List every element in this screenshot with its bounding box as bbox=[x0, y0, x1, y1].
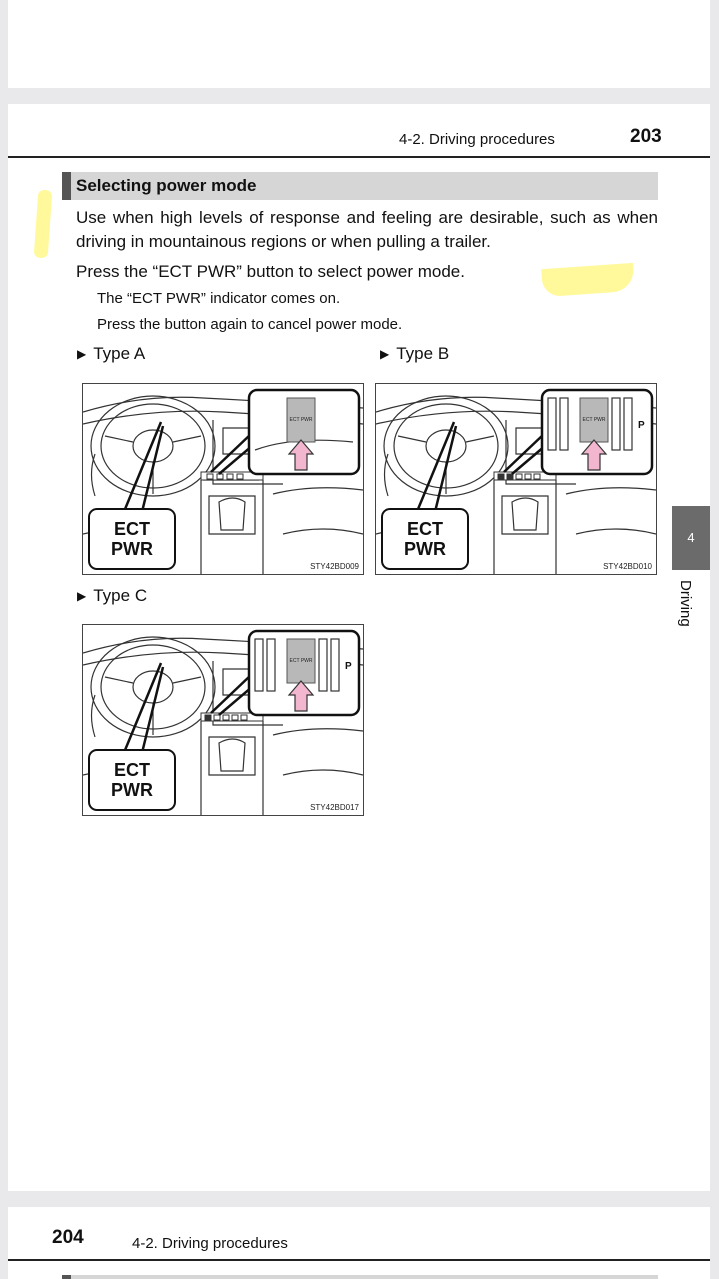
indicator-note: The “ECT PWR” indicator comes on. bbox=[97, 290, 341, 307]
cancel-note: Press the button again to cancel power m… bbox=[97, 316, 403, 333]
header-section: 4-2. Driving procedures bbox=[399, 131, 555, 148]
previous-page bbox=[8, 0, 710, 88]
type-c-label: ▶Type C bbox=[77, 586, 148, 605]
ect-pwr-button-label: ECT PWR bbox=[289, 417, 313, 423]
figure-code: STY42BD017 bbox=[310, 803, 359, 812]
section-title-marker bbox=[62, 172, 71, 200]
figure-type-b: ECT PWR P ECT PWR STY42BD010 bbox=[375, 383, 657, 575]
park-indicator: P bbox=[638, 420, 645, 431]
header-page-number: 203 bbox=[630, 126, 662, 147]
dashboard-illustration bbox=[83, 629, 363, 815]
header-rule bbox=[8, 156, 710, 158]
figure-code: STY42BD009 bbox=[310, 562, 359, 571]
next-page-title-marker bbox=[62, 1275, 71, 1279]
next-page-section: 4-2. Driving procedures bbox=[132, 1235, 288, 1252]
chapter-tab-label: Driving bbox=[677, 580, 694, 627]
ect-pwr-callout: ECT PWR bbox=[88, 749, 176, 811]
instruction-paragraph: Press the “ECT PWR” button to select pow… bbox=[76, 262, 465, 281]
triangle-bullet-icon: ▶ bbox=[77, 347, 87, 361]
next-page: 204 4-2. Driving procedures bbox=[8, 1207, 710, 1279]
next-page-number: 204 bbox=[52, 1227, 84, 1248]
next-page-rule bbox=[8, 1259, 710, 1261]
manual-page: 4-2. Driving procedures 203 Selecting po… bbox=[8, 104, 710, 1191]
figure-type-a: ECT PWR ECT PWR STY42BD009 bbox=[82, 383, 364, 575]
next-page-title-bar bbox=[62, 1275, 658, 1279]
park-indicator: P bbox=[345, 661, 352, 672]
type-b-label: ▶Type B bbox=[380, 344, 450, 363]
type-a-label: ▶Type A bbox=[77, 344, 146, 363]
ect-pwr-callout: ECT PWR bbox=[88, 508, 176, 570]
section-title-bar: Selecting power mode bbox=[62, 172, 658, 200]
ect-pwr-button-label: ECT PWR bbox=[582, 417, 606, 423]
section-title: Selecting power mode bbox=[76, 176, 257, 195]
triangle-bullet-icon: ▶ bbox=[380, 347, 390, 361]
triangle-bullet-icon: ▶ bbox=[77, 589, 87, 603]
chapter-tab: 4 bbox=[672, 506, 710, 570]
ect-pwr-callout: ECT PWR bbox=[381, 508, 469, 570]
intro-paragraph: Use when high levels of response and fee… bbox=[76, 208, 658, 251]
highlight-mark-left bbox=[33, 189, 53, 259]
ect-pwr-button-label: ECT PWR bbox=[289, 658, 313, 664]
dashboard-illustration bbox=[83, 388, 363, 574]
figure-type-c: ECT PWR P ECT PWR STY42BD017 bbox=[82, 624, 364, 816]
figure-code: STY42BD010 bbox=[603, 562, 652, 571]
